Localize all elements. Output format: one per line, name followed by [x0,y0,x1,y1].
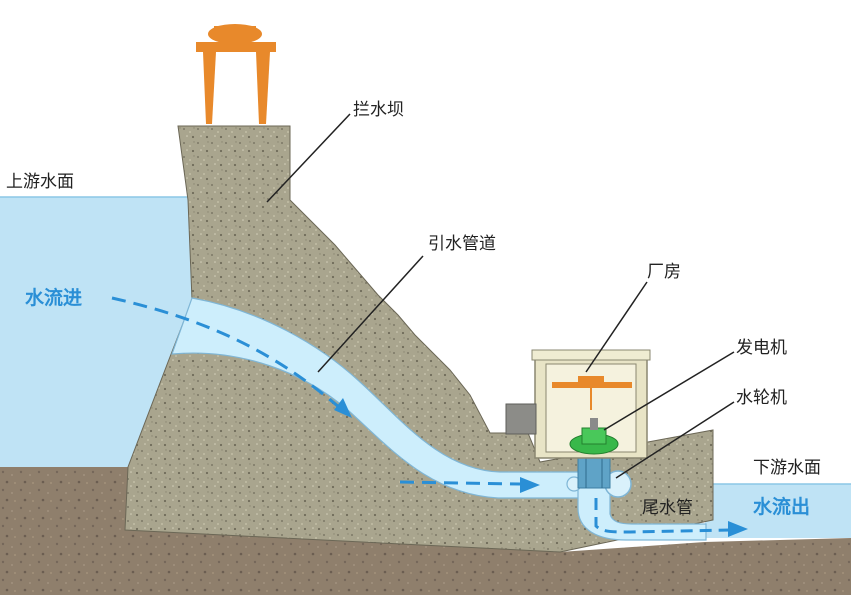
flow-arrow-in [111,296,341,410]
downstream-water [705,484,851,538]
penstock-pipe [171,297,589,499]
dam-label: 拦水坝 [353,100,404,120]
upstream-water [0,197,200,468]
downstream-level-label: 下游水面 [753,458,821,478]
water-in-label: 水流进 [25,287,83,309]
ground [0,467,851,595]
powerhouse-crane [552,382,632,388]
penstock-label: 引水管道 [428,234,496,254]
flow-arrow-pipe [399,480,521,486]
annex-block [505,403,537,435]
powerhouse-leader [585,281,648,373]
turbine-leader [615,401,735,479]
draft-tube-label: 尾水管 [642,498,693,518]
turbine-label: 水轮机 [736,388,787,408]
generator-label: 发电机 [736,338,787,358]
flow-arrow-out [594,498,731,534]
powerhouse-label: 厂房 [647,262,681,282]
penstock-leader [317,255,424,373]
water-out-label: 水流出 [753,496,811,518]
generator-leader [603,351,735,431]
upstream-level-label: 上游水面 [6,172,74,192]
dam-leader [266,113,351,203]
dam-crest-crane [196,24,276,124]
